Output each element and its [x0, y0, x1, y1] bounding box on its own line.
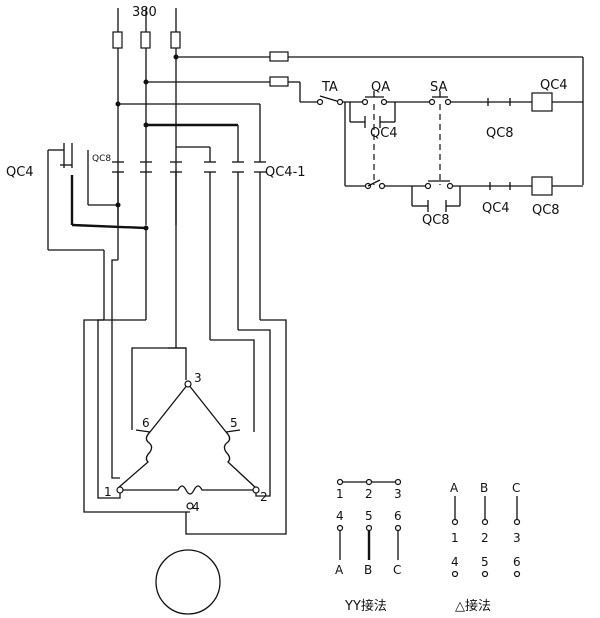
terminal-5-label: 5	[230, 416, 238, 430]
delta-mid-2: 2	[481, 531, 489, 545]
motor-icon	[155, 549, 221, 615]
yy-mid-6: 6	[394, 509, 402, 523]
qc8-coil-label: QC8	[532, 203, 560, 218]
delta-top-a: A	[450, 481, 459, 495]
qa-label: QA	[371, 80, 390, 95]
yy-mid-4: 4	[336, 509, 344, 523]
qc8-nc-label: QC8	[486, 126, 514, 141]
power-contactors	[47, 101, 266, 348]
yy-mid-5: 5	[365, 509, 373, 523]
yy-connection-diagram	[336, 478, 402, 560]
yy-bottom-a: A	[335, 563, 344, 577]
yy-top-2: 2	[365, 487, 373, 501]
qc4-1-label: QC4-1	[265, 165, 306, 180]
control-bottom-rung	[344, 102, 583, 212]
motor-feeders	[83, 259, 287, 535]
delta-caption: △接法	[455, 598, 491, 614]
control-feed	[143, 51, 584, 185]
control-fuse-2-icon	[269, 76, 289, 87]
delta-connection-diagram	[451, 496, 521, 578]
delta-bottom-6: 6	[513, 555, 521, 569]
qc4-coil-icon	[531, 92, 553, 112]
control-top-rung	[316, 91, 583, 128]
ta-label: TA	[321, 80, 338, 95]
delta-top-b: B	[480, 481, 488, 495]
supply-lines	[112, 8, 181, 225]
terminal-1-label: 1	[104, 485, 112, 499]
terminal-6-label: 6	[142, 416, 150, 430]
qc8-coil-icon	[531, 176, 553, 196]
yy-caption: YY接法	[344, 598, 387, 614]
sa-label: SA	[430, 80, 447, 95]
delta-bottom-4: 4	[451, 555, 459, 569]
delta-mid-3: 3	[513, 531, 521, 545]
control-fuse-1-icon	[269, 51, 289, 62]
qc4-nc-label: QC4	[482, 201, 510, 216]
yy-bottom-b: B	[364, 563, 372, 577]
qc8-hold-label: QC8	[422, 213, 450, 228]
motor-winding-delta	[116, 380, 260, 510]
qc4-main-label: QC4	[6, 165, 34, 180]
fuse-l1-icon	[112, 31, 123, 49]
qc8-aux-label: QC8	[92, 154, 111, 164]
fuse-l2-icon	[140, 31, 151, 49]
fuse-l3-icon	[170, 31, 181, 49]
terminal-2-label: 2	[260, 490, 268, 504]
terminal-4-label: 4	[192, 500, 200, 514]
qc4-hold-label: QC4	[370, 126, 398, 141]
supply-voltage-label: 380	[132, 5, 157, 20]
delta-bottom-5: 5	[481, 555, 489, 569]
qc4-coil-label: QC4	[540, 78, 568, 93]
delta-top-c: C	[512, 481, 520, 495]
terminal-3-label: 3	[194, 371, 202, 385]
yy-bottom-c: C	[393, 563, 401, 577]
delta-mid-1: 1	[451, 531, 459, 545]
yy-top-1: 1	[336, 487, 344, 501]
yy-top-3: 3	[394, 487, 402, 501]
